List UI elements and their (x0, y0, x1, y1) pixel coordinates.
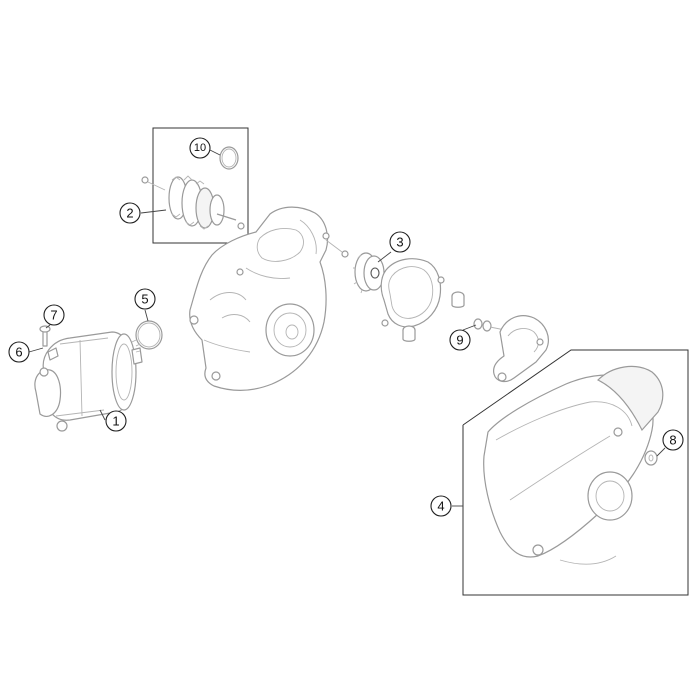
dowel-pins (402, 291, 465, 342)
callout-8: 8 (662, 429, 684, 451)
callout-2: 2 (119, 202, 141, 224)
leader-8 (656, 447, 666, 457)
washer-bolt-9 (473, 318, 506, 332)
group-box-starter-drive (152, 127, 249, 244)
nut-7 (39, 325, 51, 333)
callout-3: 3 (389, 231, 411, 253)
pump-gear-3 (353, 252, 385, 294)
callout-2-label: 2 (126, 206, 133, 221)
ignition-cover-4 (483, 365, 664, 565)
callout-7: 7 (43, 304, 65, 326)
leader-10 (209, 149, 221, 156)
leader-6 (28, 347, 44, 353)
callout-6: 6 (8, 341, 30, 363)
engine-crankcase (189, 206, 349, 391)
callout-8-label: 8 (669, 433, 676, 448)
crankcase-bearing-bore (265, 303, 315, 357)
leader-3 (377, 251, 392, 263)
leader-7 (45, 324, 51, 329)
o-ring-10 (219, 146, 239, 170)
leader-5 (144, 309, 149, 322)
callout-1-label: 1 (112, 414, 119, 429)
callout-9-label: 9 (456, 333, 463, 348)
callout-10: 10 (189, 137, 211, 159)
callout-9: 9 (449, 329, 471, 351)
callout-4: 4 (430, 495, 452, 517)
callout-6-label: 6 (15, 345, 22, 360)
group-box-ignition-cover (462, 349, 689, 596)
o-ring-5 (135, 320, 163, 350)
idler-gear-2 (141, 175, 245, 230)
callout-4-label: 4 (437, 499, 444, 514)
callout-5-label: 5 (141, 292, 148, 307)
leader-9 (462, 324, 477, 331)
callout-10-label: 10 (194, 142, 206, 154)
starter-motor-1 (34, 331, 143, 432)
callout-3-label: 3 (396, 235, 403, 250)
callout-5: 5 (134, 288, 156, 310)
leader-2 (140, 209, 167, 214)
o-ring-10-inner (221, 148, 237, 168)
washer-8 (644, 450, 658, 466)
leader-1 (99, 409, 106, 421)
callout-7-label: 7 (50, 308, 57, 323)
callout-1: 1 (105, 410, 127, 432)
